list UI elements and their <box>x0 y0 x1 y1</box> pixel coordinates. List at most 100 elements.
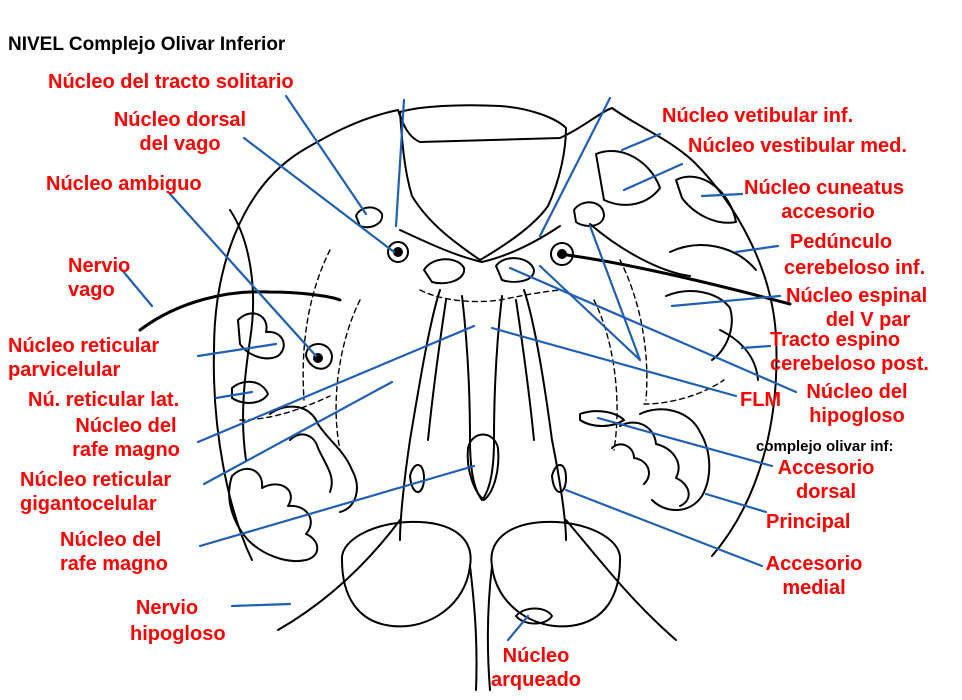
left-olive-folds <box>269 405 358 513</box>
leader-dorsal-vago <box>242 136 396 254</box>
left-parvicellular-folds <box>237 312 285 360</box>
ambiguus-nucleus <box>305 343 333 370</box>
leader-hipogloso-b <box>538 264 642 362</box>
right-inferior-peduncle <box>669 244 757 271</box>
label-dorsal-vago-1: Núcleo dorsal <box>113 109 247 131</box>
right-dorsal-nucleus <box>550 242 574 266</box>
leader-principal <box>704 492 768 514</box>
leader-cuneatus <box>700 192 744 198</box>
label-hipogloso-2: hipogloso <box>809 405 905 427</box>
label-accesorio-dorsal-1: Accesorio <box>777 457 875 479</box>
label-accesorio-dorsal-2: dorsal <box>795 481 857 503</box>
inner-column-left <box>427 299 447 441</box>
right-olive-contour <box>639 408 711 512</box>
leader-gigantocelular <box>202 380 394 486</box>
label-espino-cerebeloso-1: Tracto espino <box>770 329 901 351</box>
leader-reticular-lat <box>214 390 254 400</box>
leader-nervio-vago <box>120 268 154 308</box>
label-flm: FLM <box>740 389 782 411</box>
label-rafe-magno-a-1: Núcleo del <box>75 415 177 437</box>
left-olive-contour <box>228 467 319 562</box>
left-reticular-lat <box>231 380 269 404</box>
leader-ambiguo <box>168 192 318 358</box>
leader-espinal-v <box>670 294 782 308</box>
right-olive-folds <box>619 421 690 507</box>
label-parvicelular-2: parvicelular <box>8 359 121 381</box>
leader-parvicelular <box>196 342 278 358</box>
left-spinal-trigeminal <box>229 209 255 461</box>
leader-tracto-solitario <box>284 94 368 216</box>
label-espinal-v-2: del V par <box>825 309 911 331</box>
arcuate-nucleus <box>515 607 553 625</box>
label-hipogloso-1: Núcleo del <box>806 381 908 403</box>
label-nervio-hipogloso-2: hipogloso <box>130 623 226 645</box>
label-nervio-vago-1: Nervio <box>68 255 131 277</box>
leader-lines <box>120 94 798 642</box>
label-rafe-magno-a-2: rafe magno <box>72 439 180 461</box>
leader-pedunculo <box>734 244 780 254</box>
leader-vestibular-inf <box>620 132 662 152</box>
vestibular-med-nucleus <box>595 150 661 206</box>
median-fissure-right <box>486 565 493 691</box>
leader-ventricle-left <box>394 98 406 228</box>
right-olive-folds-2 <box>611 443 650 485</box>
label-nervio-hipogloso-1: Nervio <box>135 597 199 619</box>
label-complejo-olivar: complejo olivar inf: <box>756 438 894 455</box>
cuneate-nucleus <box>675 175 737 224</box>
label-gigantocelular-2: gigantocelular <box>20 493 157 515</box>
right-spinal-trigeminal <box>665 290 733 361</box>
label-ambiguo: Núcleo ambiguo <box>46 173 202 195</box>
leader-hipogloso-c <box>588 224 642 362</box>
label-principal: Principal <box>766 511 851 533</box>
label-pedunculo-1: Pedúnculo <box>789 231 893 253</box>
dorsal-vagus-core <box>393 247 403 257</box>
label-arqueado-2: arqueado <box>490 669 582 691</box>
medulla-outer-contour <box>212 107 778 561</box>
label-gigantocelular-1: Núcleo reticular <box>20 469 172 491</box>
label-nervio-vago-2: vago <box>68 279 115 301</box>
dashed-right-3 <box>643 379 725 405</box>
medial-longitudinal-left <box>399 289 441 541</box>
hypoglossal-nucleus-left <box>423 258 466 285</box>
dashed-right-1 <box>619 259 648 401</box>
right-cranial-nerve <box>558 252 792 306</box>
hypoglossal-nerve-left <box>277 519 401 631</box>
left-olive-folds-2 <box>289 433 333 493</box>
medial-longitudinal-right <box>523 289 567 541</box>
leader-rafe-magno-b <box>198 464 476 548</box>
label-espinal-v-1: Núcleo espinal <box>786 285 928 307</box>
label-vestibular-inf: Núcleo vetibular inf. <box>662 105 854 127</box>
accessory-medial-olive-left <box>409 464 425 493</box>
hypoglossal-nerve-right <box>565 519 677 641</box>
label-pedunculo-2: cerebeloso inf. <box>784 257 926 279</box>
accessory-medial-olive-right <box>551 464 567 493</box>
label-accesorio-medial-2: medial <box>782 577 846 599</box>
vagus-nerve <box>138 290 342 332</box>
leader-espino-cerebeloso <box>740 344 772 350</box>
dorsal-vagus-nucleus <box>387 241 409 263</box>
fourth-ventricle <box>399 104 567 261</box>
label-parvicelular-1: Núcleo reticular <box>8 335 160 357</box>
label-reticular-lat: Nú. reticular lat. <box>28 389 180 411</box>
pyramid-right <box>490 520 622 628</box>
dashed-boundaries <box>239 249 725 451</box>
label-rafe-magno-b-2: rafe magno <box>60 553 168 575</box>
leader-hipogloso-a <box>508 266 798 394</box>
label-arqueado-1: Núcleo <box>502 645 570 667</box>
page-title: NIVEL Complejo Olivar Inferior <box>8 34 286 55</box>
label-cuneatus-1: Núcleo cuneatus <box>744 177 905 199</box>
label-espino-cerebeloso-2: cerebeloso post. <box>770 353 929 375</box>
right-accessory-dorsal <box>579 410 625 427</box>
vestibular-inf-nucleus <box>573 201 605 227</box>
leader-flm <box>490 326 738 398</box>
dashed-left-1 <box>302 249 331 401</box>
hypoglossal-nucleus-right <box>495 257 535 283</box>
label-vestibular-med: Núcleo vestibular med. <box>688 135 907 157</box>
medulla-outline <box>138 104 792 691</box>
raphe-column <box>461 295 503 501</box>
leader-accesorio-medial <box>564 488 764 568</box>
ventricle-floor <box>399 225 561 263</box>
label-dorsal-vago-2: del vago <box>139 133 221 155</box>
leader-ventricle-right <box>538 96 612 238</box>
